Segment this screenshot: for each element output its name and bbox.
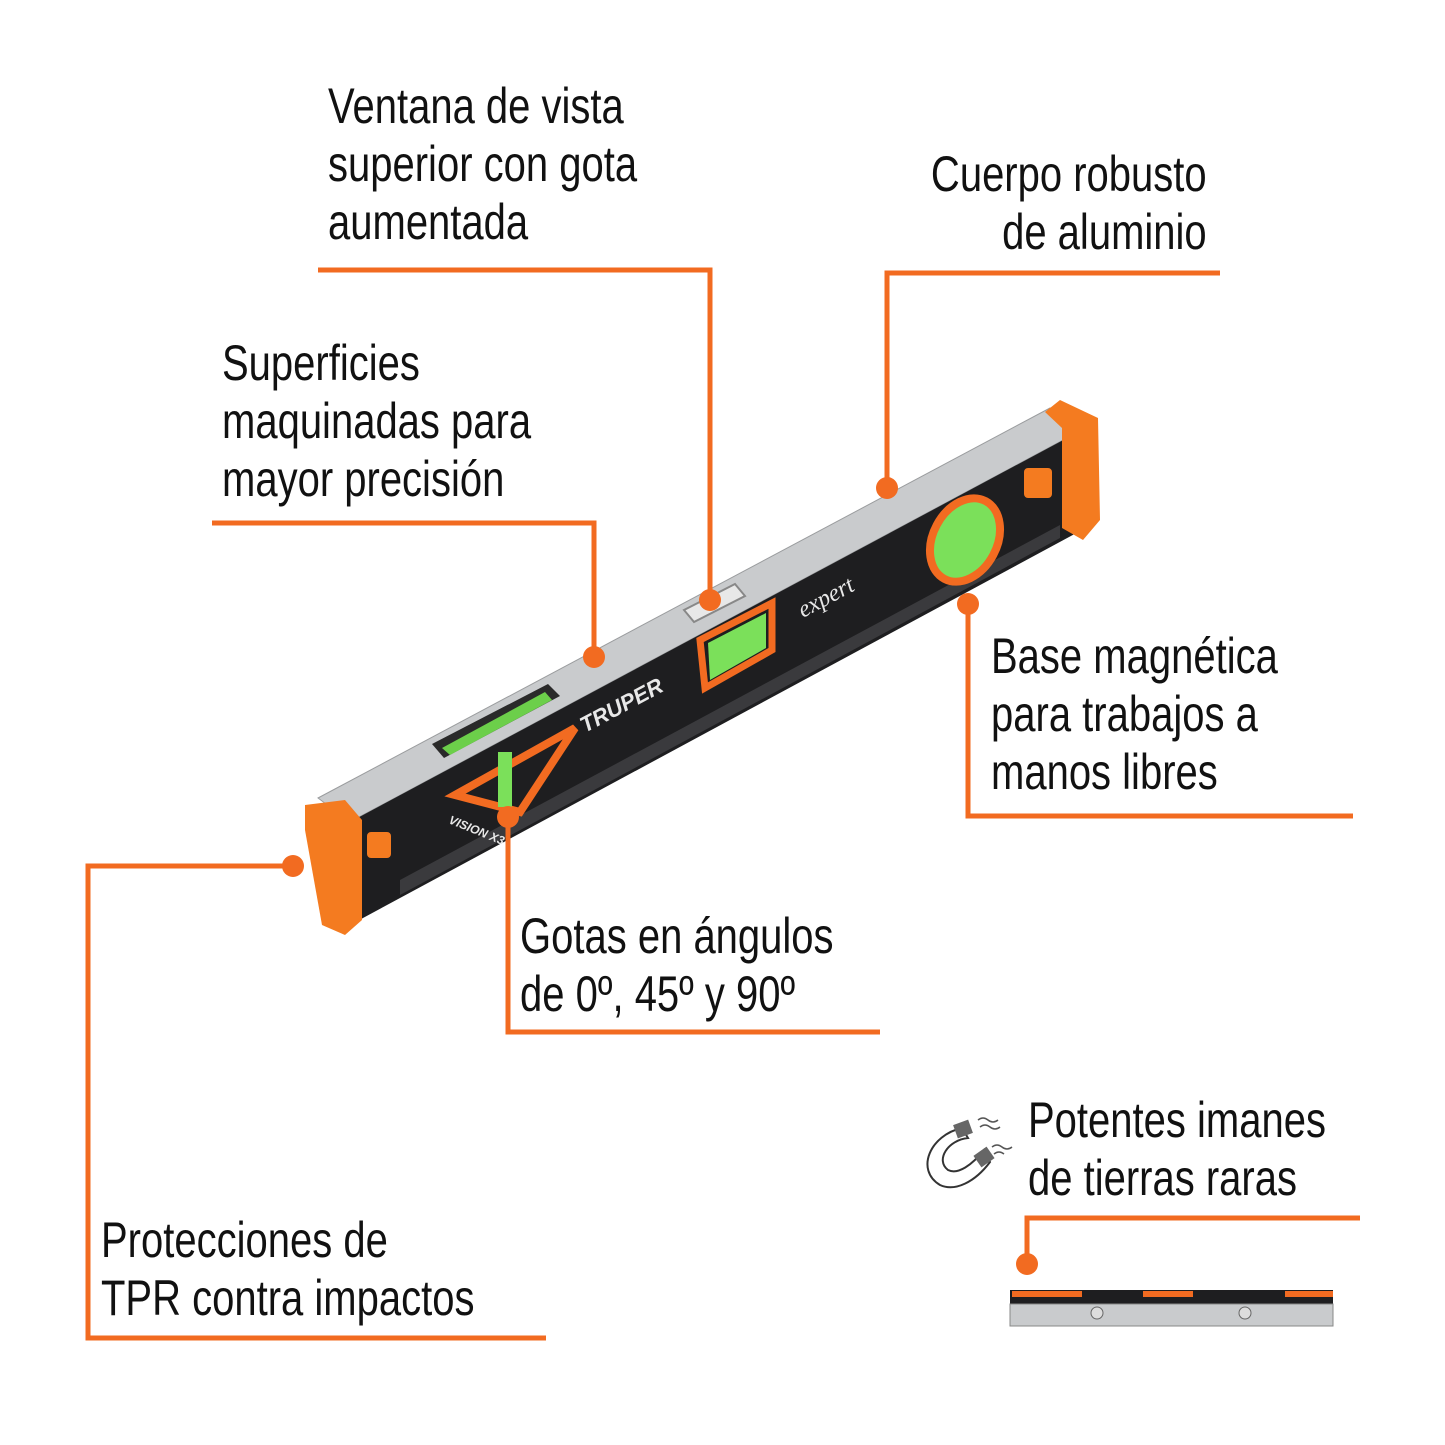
callout-line: maquinadas para [222,393,532,449]
dot-gotas [497,806,519,828]
callout-line: Protecciones de [101,1212,388,1268]
leader-gotas [505,817,880,1035]
level-bottom-view [1009,1290,1334,1327]
right-hang-hole [1020,464,1056,502]
magnet-icon [926,1117,1013,1189]
callout-line: Potentes imanes [1028,1092,1326,1148]
dot-superficies [583,646,605,668]
left-hang-hole [363,828,395,862]
callout-line: aumentada [328,194,529,250]
spirit-level-image: TRUPER expert VISION X3 [305,400,1100,935]
top-vial [442,692,552,755]
leader-base [965,604,1353,819]
center-vial-frame [696,597,776,694]
callout-line: Base magnética [991,628,1278,684]
dot-ventana [699,589,721,611]
dot-potentes [1016,1253,1038,1275]
callout-line: de tierras raras [1028,1150,1297,1206]
callout-line: de aluminio [1002,204,1207,260]
leader-potentes [1024,1215,1360,1264]
callout-protecciones: Protecciones de TPR contra impactos [101,1211,474,1327]
callout-cuerpo: Cuerpo robusto de aluminio [931,145,1207,261]
callout-ventana: Ventana de vista superior con gota aumen… [328,77,637,251]
plumb-vial-frame [925,494,1005,586]
dot-cuerpo [876,477,898,499]
leader-cuerpo [884,270,1220,488]
callout-line: para trabajos a [991,686,1258,742]
callout-base: Base magnética para trabajos a manos lib… [991,627,1278,801]
callout-gotas: Gotas en ángulos de 0º, 45º y 90º [520,907,834,1023]
callout-line: manos libres [991,744,1218,800]
dot-base [957,593,979,615]
angle-vial-frame [444,724,579,817]
left-end-cap [305,800,362,935]
center-vial [708,613,766,680]
callout-line: Ventana de vista [328,78,624,134]
callout-line: Superficies [222,335,420,391]
callout-superficies: Superficies maquinadas para mayor precis… [222,334,531,508]
level-front-face [350,430,1082,925]
dot-protecciones [282,855,304,877]
leader-protecciones [85,863,546,1341]
right-end-cap [1045,400,1100,540]
callout-line: Cuerpo robusto [931,146,1207,202]
callout-line: TPR contra impactos [101,1270,475,1326]
plumb-vial [498,752,512,807]
leader-superficies [212,520,597,657]
magnet-dot [1090,1306,1104,1320]
callout-line: superior con gota [328,136,638,192]
callout-line: de 0º, 45º y 90º [520,966,796,1022]
magnet-dot [1238,1306,1252,1320]
leader-ventana [318,267,713,600]
callout-line: mayor precisión [222,451,505,507]
callout-line: Gotas en ángulos [520,908,834,964]
callout-potentes: Potentes imanes de tierras raras [1028,1091,1326,1207]
level-lower-rail [400,525,1060,895]
